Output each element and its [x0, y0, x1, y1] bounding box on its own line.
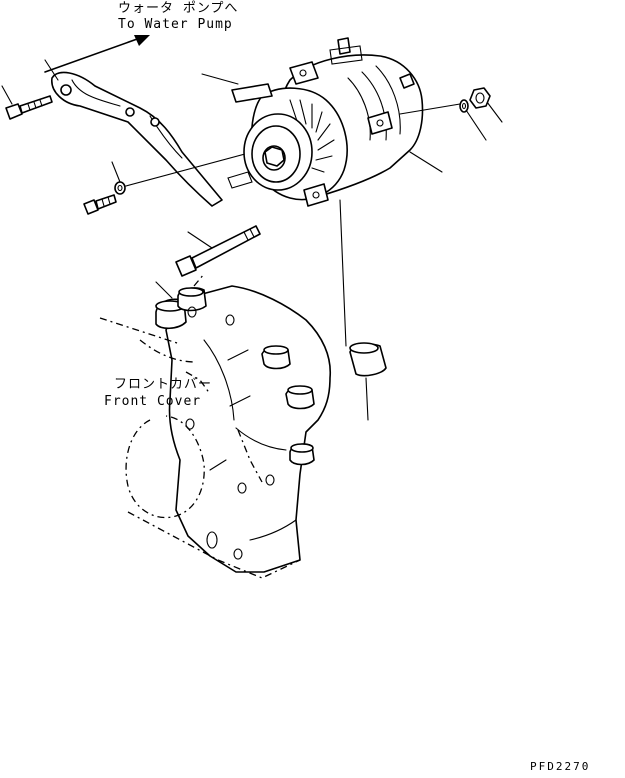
front-cover-label-en: Front Cover — [104, 394, 201, 409]
direction-arrow — [44, 35, 150, 73]
washer-right — [459, 99, 469, 113]
leader-line — [155, 281, 173, 299]
leader-line — [399, 103, 461, 115]
drawing-code: PFD2270 — [530, 760, 590, 773]
adjusting-bracket — [44, 59, 223, 207]
leader-line — [465, 109, 487, 141]
water-pump-label-jp: ウォータ ポンプへ — [118, 1, 238, 16]
leader-line — [339, 199, 347, 347]
front-cover — [99, 273, 332, 579]
long-bolt — [175, 225, 261, 277]
alternator — [227, 37, 424, 207]
front-cover-label-jp: フロントカバー — [114, 377, 212, 392]
short-bolt — [83, 194, 117, 215]
water-pump-label-en: To Water Pump — [118, 17, 233, 32]
bracket-bolt — [1, 85, 53, 120]
nut — [469, 87, 491, 109]
leader-line — [201, 73, 239, 85]
spacer — [349, 342, 387, 421]
leader-line — [409, 151, 443, 173]
washer — [111, 149, 261, 195]
